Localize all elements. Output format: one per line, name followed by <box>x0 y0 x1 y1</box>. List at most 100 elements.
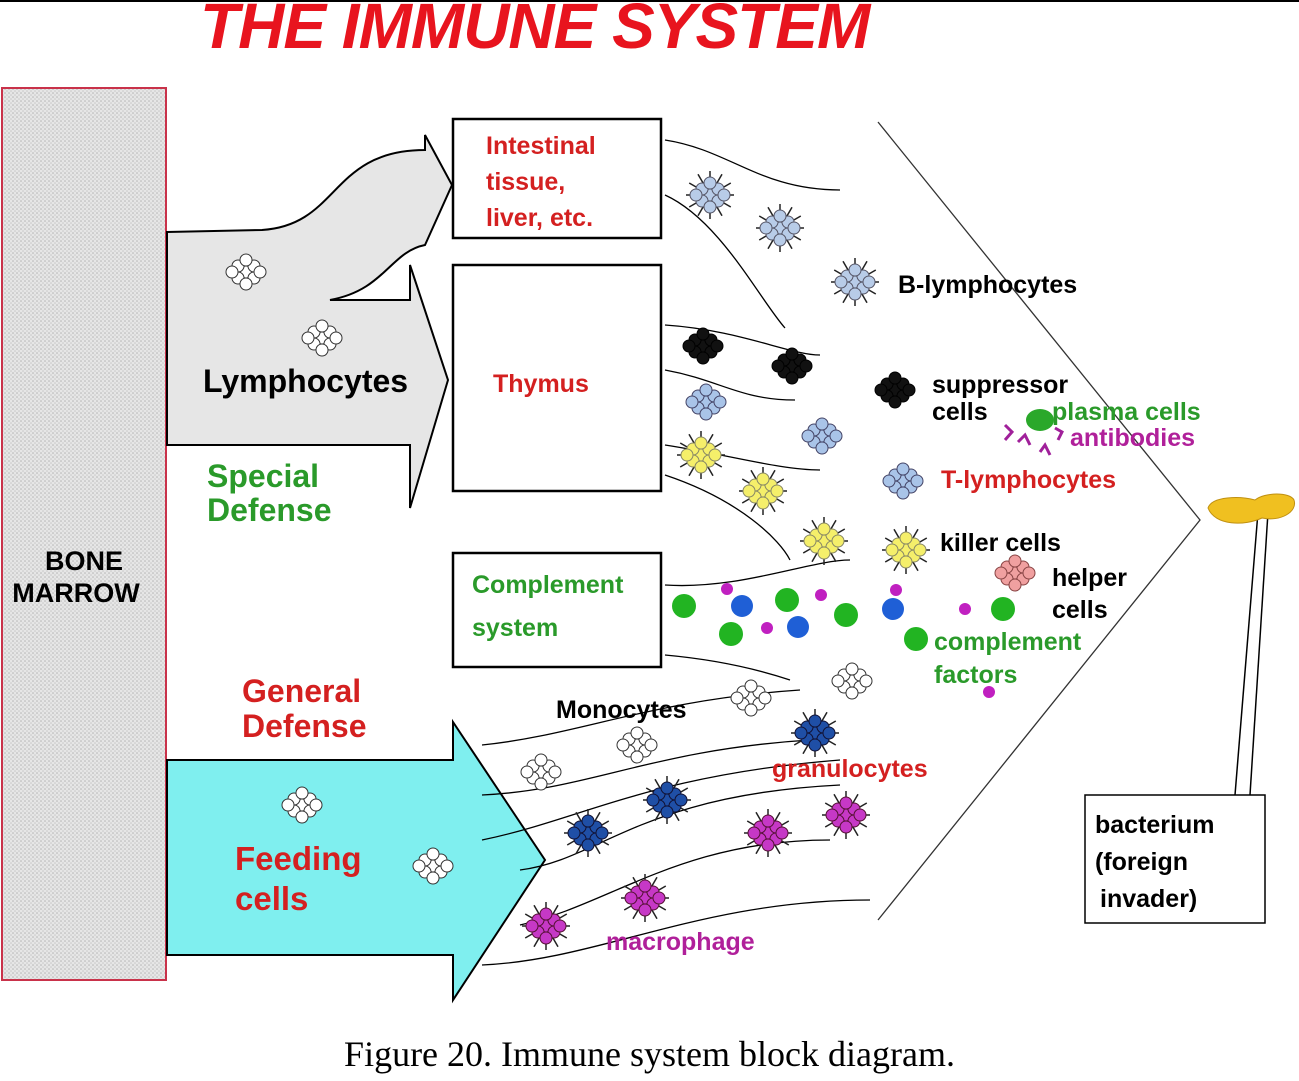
flow-curve <box>481 899 871 966</box>
bone-marrow-block <box>1 87 167 981</box>
bacterium-pointer <box>1234 511 1259 796</box>
flow-curve <box>664 474 791 561</box>
complement-factors-label: complement <box>934 628 1082 656</box>
complement-factor-icon <box>775 588 799 612</box>
flow-curve <box>519 839 831 926</box>
b-lymphocyte-icon <box>756 204 804 252</box>
lymphocytes-arrow <box>166 134 454 509</box>
special-defense-label: Defense <box>207 492 332 528</box>
complement-factor-icon <box>983 686 995 698</box>
complement-factor-icon <box>834 603 858 627</box>
killer-cell-icon <box>882 526 930 574</box>
t-lymphocyte-icon <box>685 383 727 421</box>
antibodies-label: antibodies <box>1070 424 1195 452</box>
b-lymphocyte-icon <box>831 258 879 306</box>
b-lymphocytes-label: B-lymphocytes <box>898 271 1077 299</box>
cell-icons <box>225 171 1036 950</box>
lymphocyte-icon <box>831 662 873 700</box>
general-defense-label: Defense <box>242 708 367 744</box>
suppressor-cells-label: cells <box>932 398 988 426</box>
granulocyte-icon <box>564 809 612 857</box>
plasma-cell-icon <box>1003 409 1064 456</box>
complement-box <box>451 551 663 669</box>
flow-curve <box>664 194 786 329</box>
complement-factor-icon <box>904 627 928 651</box>
intestinal-box <box>451 117 663 240</box>
flow-curve <box>664 324 821 356</box>
flow-curve <box>664 139 841 191</box>
b-lymphocyte-icon <box>686 171 734 219</box>
figure-caption: Figure 20. Immune system block diagram. <box>344 1034 955 1074</box>
flow-curve <box>481 759 841 841</box>
helper-cells-label: helper <box>1052 564 1127 592</box>
main-arrow-outline <box>877 121 1201 921</box>
immune-system-diagram: BONE MARROW Lymphocytes Special Defense … <box>1 87 1296 1004</box>
intestinal-label: Intestinal <box>486 132 596 160</box>
complement-factor-icon <box>672 594 696 618</box>
bacterium-box <box>1084 794 1266 924</box>
diagram-labels: BONE MARROW Lymphocytes Special Defense … <box>12 132 1214 956</box>
feeding-cells-arrow <box>166 718 547 1004</box>
lymphocyte-icon <box>301 319 343 357</box>
lymphocyte-icon <box>225 253 267 291</box>
bone-marrow-label: BONE <box>45 546 123 576</box>
complement-factors-label: factors <box>934 661 1017 689</box>
macrophage-icon <box>522 902 570 950</box>
macrophage-icon <box>744 809 792 857</box>
macrophage-icon <box>621 874 669 922</box>
suppressor-cells-label: suppressor <box>932 371 1068 399</box>
t-lymphocyte-icon <box>882 462 924 500</box>
lymphocyte-icon <box>412 847 454 885</box>
killer-cell-icon <box>677 431 725 479</box>
flow-curve <box>664 654 791 681</box>
intestinal-label: liver, etc. <box>486 204 593 232</box>
general-defense-label: General <box>242 673 361 709</box>
bacterium-shape <box>1207 493 1296 524</box>
killer-cell-icon <box>739 467 787 515</box>
complement-system-label: Complement <box>472 571 624 599</box>
suppressor-cell-icon <box>682 327 724 365</box>
complement-factor-icon <box>787 616 809 638</box>
lymphocyte-icon <box>616 726 658 764</box>
complement-factor-icon <box>761 622 773 634</box>
flow-curve <box>519 784 841 871</box>
top-border-line <box>0 0 1299 2</box>
suppressor-cell-icon <box>771 347 813 385</box>
macrophage-label: macrophage <box>606 928 755 956</box>
lymphocytes-label: Lymphocytes <box>203 363 408 399</box>
complement-factor-icon <box>719 622 743 646</box>
plasma-cells-label: plasma cells <box>1052 398 1201 426</box>
bacterium-label: (foreign <box>1095 848 1188 876</box>
macrophage-icon <box>822 791 870 839</box>
flow-curve <box>664 559 851 587</box>
killer-cell-icon <box>800 517 848 565</box>
suppressor-cell-icon <box>874 371 916 409</box>
thymus-box <box>451 263 663 493</box>
special-defense-label: Special <box>207 458 319 494</box>
complement-factor-icon <box>882 598 904 620</box>
complement-factor-icon <box>991 597 1015 621</box>
helper-cell-icon <box>994 554 1036 592</box>
feeding-cells-label: Feeding <box>235 840 362 877</box>
complement-factor-icon <box>959 603 971 615</box>
bone-marrow-label: MARROW <box>12 578 140 608</box>
granulocytes-label: granulocytes <box>772 755 928 783</box>
feeding-cells-label: cells <box>235 880 308 917</box>
granulocyte-icon <box>643 776 691 824</box>
complement-factor-icon <box>731 595 753 617</box>
monocytes-label: Monocytes <box>556 696 687 724</box>
t-lymphocyte-icon <box>801 417 843 455</box>
granulocyte-icon <box>791 709 839 757</box>
lymphocyte-icon <box>730 679 772 717</box>
killer-cells-label: killer cells <box>940 529 1061 557</box>
lymphocyte-icon <box>281 786 323 824</box>
flow-curve <box>664 369 796 401</box>
helper-cells-label: cells <box>1052 596 1108 624</box>
bacterium-pointer-2 <box>1249 511 1269 796</box>
complement-factor-icon <box>890 584 902 596</box>
thymus-label: Thymus <box>493 370 589 398</box>
intestinal-label: tissue, <box>486 168 565 196</box>
complement-system-label: system <box>472 614 558 642</box>
page-title: THE IMMUNE SYSTEM <box>200 0 870 62</box>
bacterium-label: invader) <box>1100 885 1197 913</box>
